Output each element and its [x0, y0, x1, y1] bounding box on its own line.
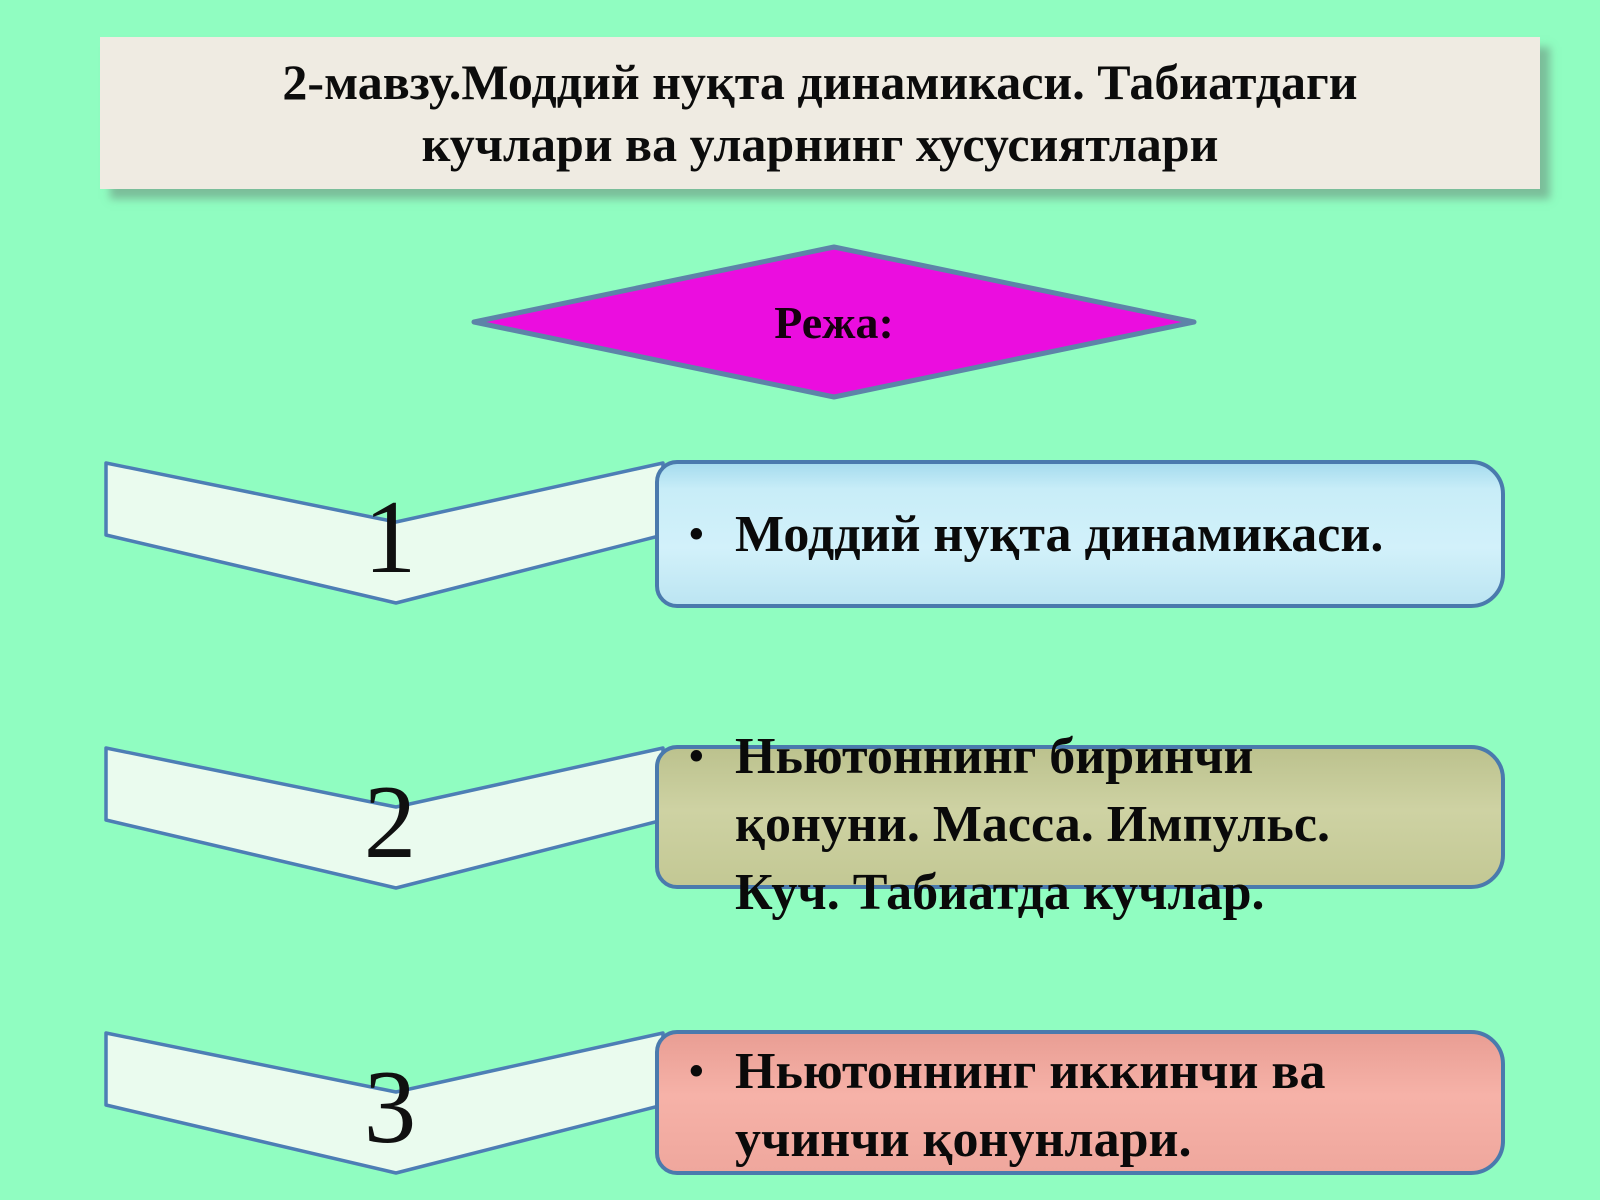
item-text: • Ньютоннинг биринчи қонуни. Масса. Импул… [689, 723, 1330, 927]
item-line: учинчи қонунлари. [735, 1110, 1192, 1168]
step-number: 1 [363, 478, 417, 595]
item-box: • Ньютоннинг иккинчи ва учинчи қонунлари. [655, 1030, 1505, 1175]
step-number: 3 [363, 1048, 417, 1165]
item-box: • Ньютоннинг биринчи қонуни. Масса. Импул… [655, 728, 1505, 921]
list-item: 3 • Ньютоннинг иккинчи ва учинчи қонунлар… [0, 1030, 1600, 1200]
item-box: • Моддий нуқта динамикаси. [655, 460, 1505, 608]
plan-label: Режа: [774, 296, 894, 348]
item-line: Куч. Табиатда кучлар. [735, 864, 1265, 921]
item-text: • Ньютоннинг иккинчи ва учинчи қонунлари. [689, 1034, 1325, 1171]
bullet-icon: • [689, 511, 704, 558]
title-line-2: кучлари ва уларнинг хусусиятлари [421, 116, 1219, 172]
item-line: Ньютоннинг иккинчи ва [735, 1042, 1326, 1100]
diamond-shape [471, 244, 1197, 400]
list-item: 2 • Ньютоннинг биринчи қонуни. Масса. Имп… [0, 728, 1600, 921]
bullet-icon: • [689, 1048, 704, 1095]
item-line: Моддий нуқта динамикаси. [735, 505, 1384, 563]
step-number: 2 [363, 763, 417, 880]
item-text: • Моддий нуқта динамикаси. [659, 464, 1501, 604]
item-line: Ньютоннинг биринчи [735, 728, 1254, 785]
plan-diamond: Режа: [468, 242, 1200, 402]
list-item: 1 • Моддий нуқта динамикаси. [0, 460, 1600, 630]
title-line-1: 2-мавзу.Моддий нуқта динамикаси. Табиатд… [282, 54, 1358, 110]
bullet-icon: • [689, 734, 704, 780]
title-banner: 2-мавзу.Моддий нуқта динамикаси. Табиатд… [100, 37, 1540, 189]
item-line: қонуни. Масса. Импульс. [735, 796, 1331, 853]
